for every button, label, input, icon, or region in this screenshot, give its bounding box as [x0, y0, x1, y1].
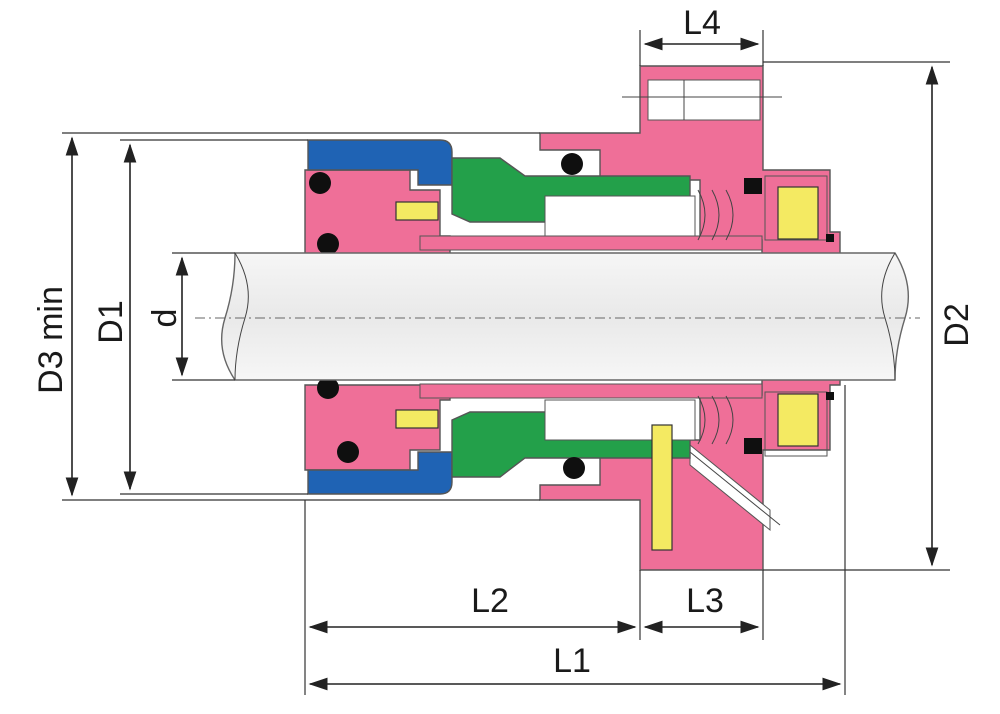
clamp-cap-upper — [307, 139, 453, 186]
spring-lower — [697, 395, 734, 445]
label-l3: L3 — [686, 582, 724, 620]
bushing-lower — [777, 393, 819, 447]
sleeve-lower — [419, 383, 763, 399]
label-l4: L4 — [683, 4, 721, 42]
dimension-labels: D3 min D1 d D2 L4 L2 L3 L1 — [32, 4, 976, 680]
drive-pin-lower — [395, 409, 439, 429]
retaining-clip — [826, 234, 834, 242]
upper-assembly — [304, 65, 841, 256]
extension-lines — [62, 30, 950, 695]
label-d2: D2 — [938, 303, 976, 346]
setting-clip — [651, 424, 673, 551]
label-l2: L2 — [471, 582, 509, 620]
retaining-clip — [826, 392, 834, 400]
sleeve-upper — [419, 235, 763, 251]
o-ring — [317, 233, 339, 255]
square-ring — [744, 438, 762, 454]
drive-pin-upper — [395, 201, 439, 221]
square-ring — [744, 178, 762, 194]
o-ring — [317, 377, 339, 399]
spring-upper — [697, 189, 734, 241]
label-d: d — [146, 309, 184, 328]
shaft-body — [220, 252, 910, 381]
clamp-cap-lower — [307, 451, 453, 495]
o-ring — [337, 441, 359, 463]
shaft — [195, 252, 920, 381]
dimension-lines — [65, 37, 939, 691]
gland-slot-upper — [647, 79, 761, 121]
flush-port-line — [689, 451, 781, 526]
shaft-break-left — [234, 252, 249, 381]
bushing-housing-lower — [764, 391, 828, 457]
bushing-upper — [777, 186, 819, 240]
bushing-housing-upper — [764, 175, 828, 241]
label-d3min: D3 min — [32, 286, 70, 394]
label-l1: L1 — [553, 642, 591, 680]
seat-upper — [544, 195, 696, 237]
o-ring — [561, 153, 583, 175]
lower-assembly — [304, 377, 841, 571]
o-ring — [309, 172, 331, 194]
label-d1: D1 — [92, 300, 130, 343]
o-ring — [563, 457, 585, 479]
